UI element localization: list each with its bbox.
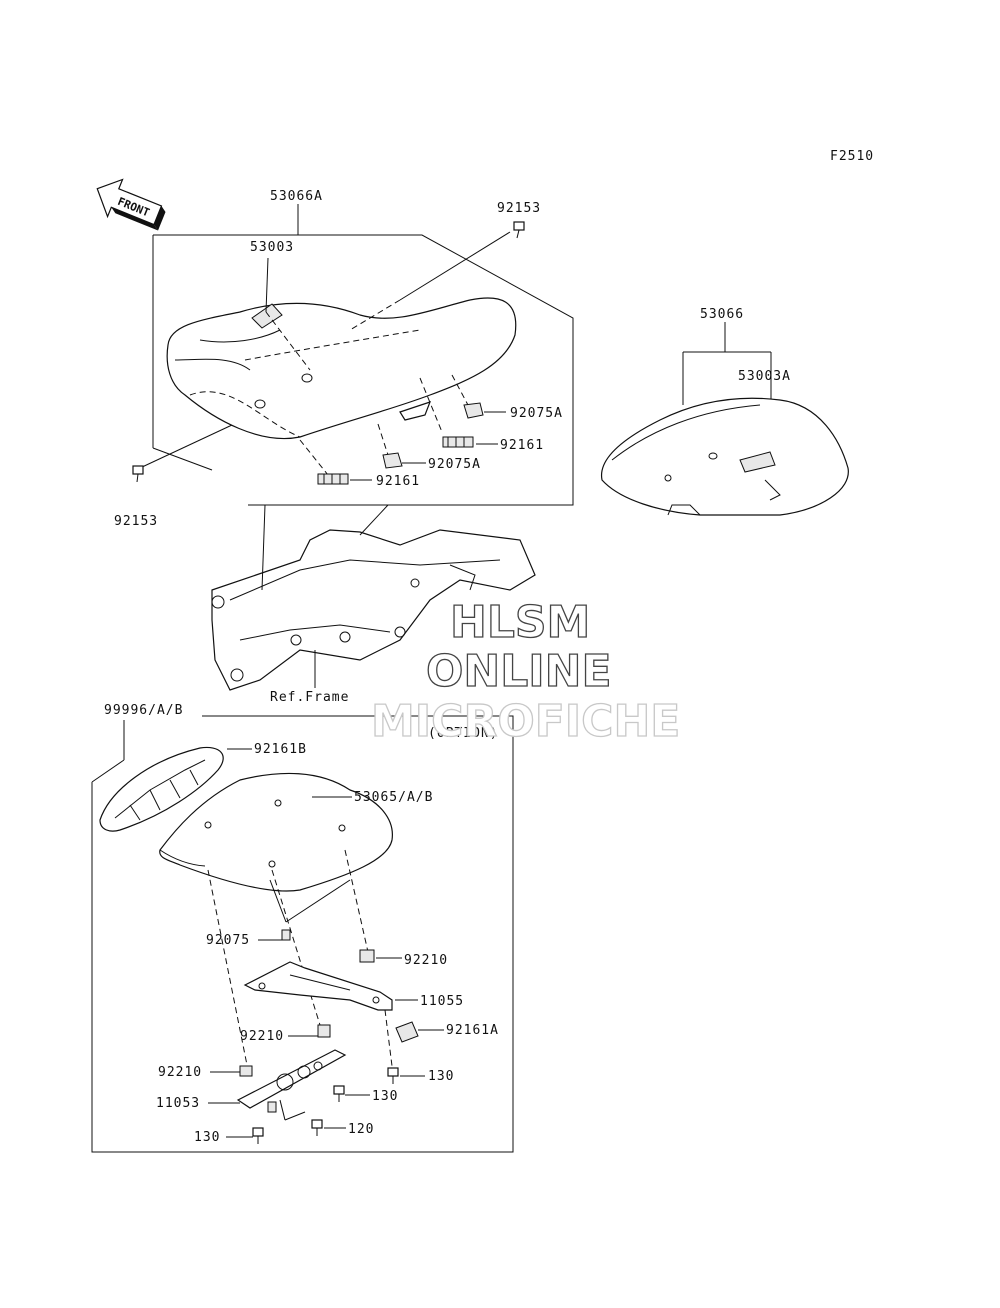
option-label: (OPTION): [428, 726, 499, 741]
bolt-130-middle-icon: [333, 1085, 345, 1102]
label-92161-lower: 92161: [376, 474, 420, 489]
frame-part: [211, 529, 536, 691]
label-92153-left: 92153: [114, 514, 158, 529]
clip-92075A-upper-icon: [463, 402, 484, 419]
watermark-line-3: MICROFICHE: [371, 696, 680, 747]
bolt-120-icon: [311, 1119, 323, 1136]
figure-code: F2510: [830, 149, 874, 164]
nut-92210-middle-icon: [317, 1024, 331, 1038]
bracket-11053-part: [236, 1049, 347, 1113]
label-53065: 53065/A/B: [354, 790, 433, 805]
bolt-92153-top-icon: [513, 221, 525, 239]
bolt-92153-left-icon: [132, 465, 144, 483]
label-92210-middle: 92210: [240, 1029, 284, 1044]
label-92075A-upper: 92075A: [510, 406, 563, 421]
option-cowl-group-outline: [91, 715, 514, 1153]
front-seat-group-outline: [153, 234, 574, 506]
cowl-cover-part: [99, 746, 224, 832]
nut-92210-upper-icon: [359, 949, 375, 963]
label-53003A: 53003A: [738, 369, 791, 384]
seat-cowl-part: [159, 772, 393, 892]
bracket-11055-part: [243, 961, 393, 1011]
label-120: 120: [348, 1122, 374, 1137]
clip-92161-lower-icon: [317, 473, 349, 485]
label-11055: 11055: [420, 994, 464, 1009]
label-92161B: 92161B: [254, 742, 307, 757]
label-92075: 92075: [206, 933, 250, 948]
rear-seat-part: [600, 397, 849, 516]
front-seat-part: [166, 297, 517, 440]
clip-92161-upper-icon: [442, 436, 474, 448]
label-92210-upper: 92210: [404, 953, 448, 968]
front-arrow-icon: FRONT: [96, 178, 166, 231]
label-92161A: 92161A: [446, 1023, 499, 1038]
watermark-line-1: HLSM: [450, 597, 590, 648]
label-92075A-lower: 92075A: [428, 457, 481, 472]
bolt-130-right-icon: [387, 1067, 399, 1084]
label-92153-top: 92153: [497, 201, 541, 216]
label-130-left: 130: [194, 1130, 220, 1145]
label-99996: 99996/A/B: [104, 703, 183, 718]
label-11053: 11053: [156, 1096, 200, 1111]
label-92161-upper: 92161: [500, 438, 544, 453]
label-53066A: 53066A: [270, 189, 323, 204]
label-130-right: 130: [428, 1069, 454, 1084]
clip-92075A-lower-icon: [382, 452, 403, 469]
clip-92075-icon: [281, 929, 291, 941]
label-130-middle: 130: [372, 1089, 398, 1104]
label-92210-lower: 92210: [158, 1065, 202, 1080]
ref-frame-label: Ref.Frame: [270, 690, 349, 705]
label-53003: 53003: [250, 240, 294, 255]
bolt-130-left-icon: [252, 1127, 264, 1144]
watermark-line-2: ONLINE: [426, 646, 612, 697]
nut-92210-lower-icon: [239, 1065, 253, 1077]
clip-92161A-icon: [395, 1021, 419, 1043]
label-53066: 53066: [700, 307, 744, 322]
